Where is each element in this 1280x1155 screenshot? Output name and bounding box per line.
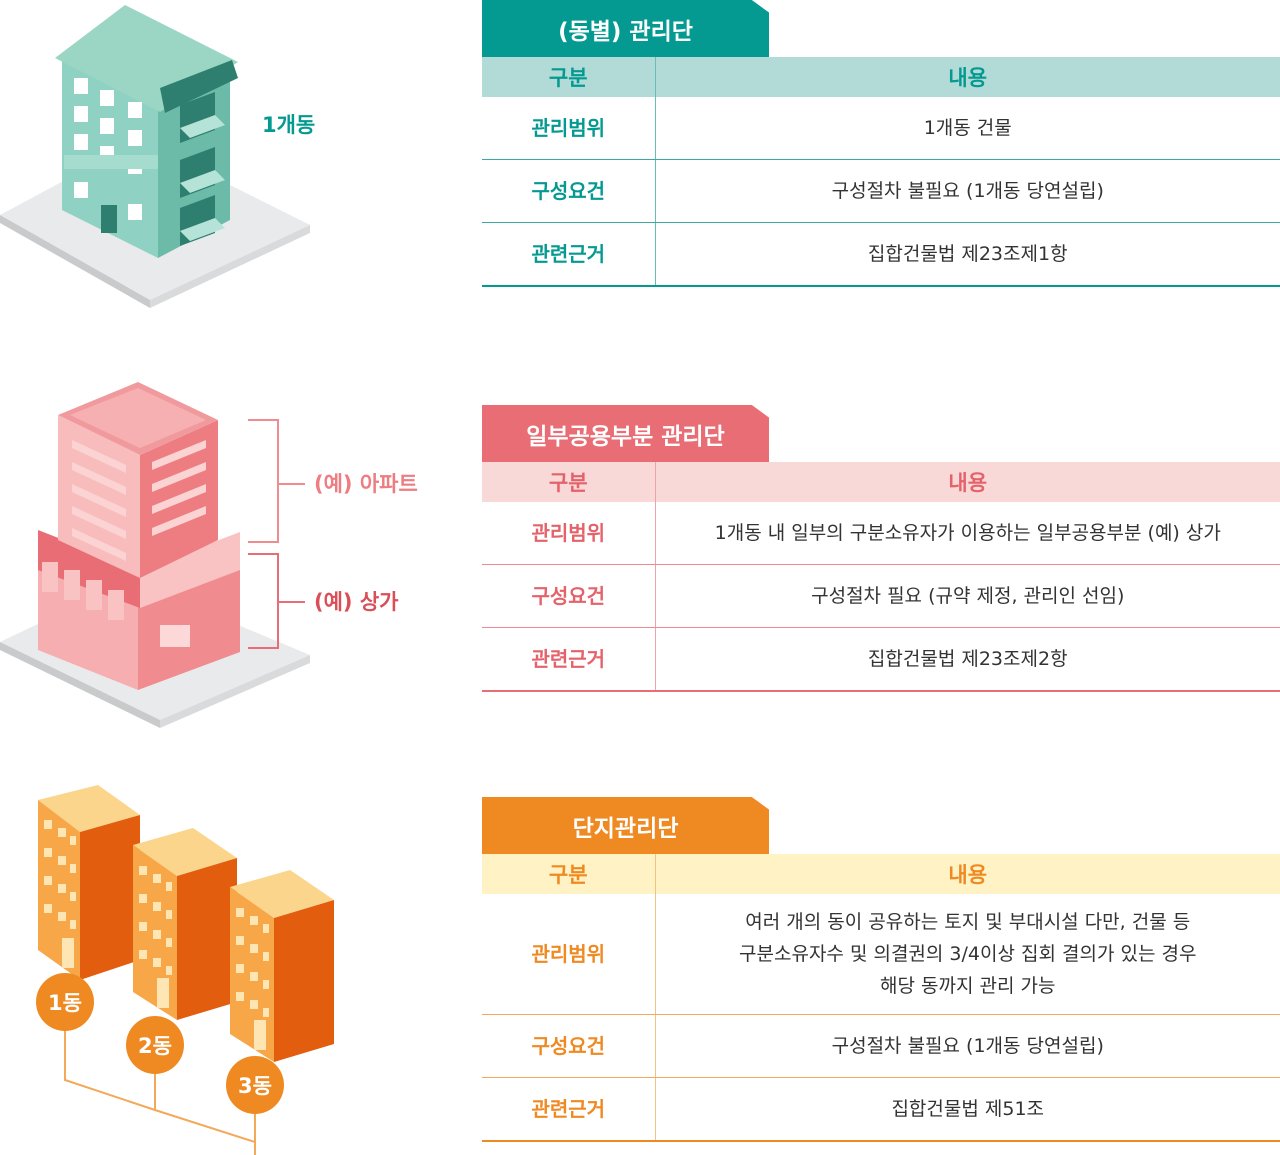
row-label: 구성요건	[482, 1014, 656, 1078]
row-content-line: 여러 개의 동이 공유하는 토지 및 부대시설 다만, 건물 등	[745, 911, 1191, 933]
row-label: 구성요건	[482, 159, 656, 223]
section-title: 일부공용부분 관리단	[482, 405, 769, 462]
badge-building-1: 1동	[48, 991, 82, 1015]
table-row: 관련근거 집합건물법 제51조	[482, 1077, 1280, 1142]
header-category: 구분	[482, 57, 656, 97]
table-row: 구성요건 구성절차 불필요 (1개동 당연설립)	[482, 1014, 1280, 1078]
section-building-management: (동별) 관리단 구분 내용 관리범위 1개동 건물 구성요건 구성절차 불필요…	[482, 0, 1280, 287]
single-building-label: 1개동	[262, 113, 315, 137]
table-row: 관련근거 집합건물법 제23조제1항	[482, 222, 1280, 287]
header-content: 내용	[655, 854, 1280, 894]
section-complex-management: 단지관리단 구분 내용 관리범위 여러 개의 동이 공유하는 토지 및 부대시설…	[482, 797, 1280, 1142]
row-content: 집합건물법 제51조	[655, 1077, 1280, 1142]
row-label: 관리범위	[482, 97, 656, 160]
badge-building-3: 3동	[238, 1074, 272, 1098]
row-content: 구성절차 불필요 (1개동 당연설립)	[655, 1014, 1280, 1078]
row-content: 1개동 내 일부의 구분소유자가 이용하는 일부공용부분 (예) 상가	[655, 502, 1280, 565]
complex-buildings-illustration: 1동 2동 3동	[36, 785, 334, 1155]
row-content-line: 해당 동까지 관리 가능	[880, 975, 1056, 997]
header-category: 구분	[482, 462, 656, 502]
info-table: 구분 내용 관리범위 1개동 건물 구성요건 구성절차 불필요 (1개동 당연설…	[482, 57, 1280, 287]
row-label: 관련근거	[482, 1077, 656, 1142]
row-content: 집합건물법 제23조제2항	[655, 627, 1280, 692]
section-title: 단지관리단	[482, 797, 769, 854]
table-row: 관리범위 여러 개의 동이 공유하는 토지 및 부대시설 다만, 건물 등 구분…	[482, 894, 1280, 1015]
upper-label: (예) 아파트	[314, 472, 418, 496]
table-row: 구성요건 구성절차 필요 (규약 제정, 관리인 선임)	[482, 564, 1280, 628]
lower-label: (예) 상가	[314, 590, 399, 614]
row-content: 구성절차 불필요 (1개동 당연설립)	[655, 159, 1280, 223]
info-table: 구분 내용 관리범위 1개동 내 일부의 구분소유자가 이용하는 일부공용부분 …	[482, 462, 1280, 692]
header-content: 내용	[655, 462, 1280, 502]
row-content: 구성절차 필요 (규약 제정, 관리인 선임)	[655, 564, 1280, 628]
row-label: 관리범위	[482, 894, 656, 1015]
info-table: 구분 내용 관리범위 여러 개의 동이 공유하는 토지 및 부대시설 다만, 건…	[482, 854, 1280, 1142]
row-label: 관리범위	[482, 502, 656, 565]
section-partial-common-management: 일부공용부분 관리단 구분 내용 관리범위 1개동 내 일부의 구분소유자가 이…	[482, 405, 1280, 692]
header-content: 내용	[655, 57, 1280, 97]
row-content-line: 구분소유자수 및 의결권의 3/4이상 집회 결의가 있는 경우	[739, 943, 1197, 965]
badge-building-2: 2동	[138, 1034, 172, 1058]
row-content: 집합건물법 제23조제1항	[655, 222, 1280, 287]
row-content: 여러 개의 동이 공유하는 토지 및 부대시설 다만, 건물 등 구분소유자수 …	[655, 894, 1280, 1015]
single-building-illustration: 1개동	[0, 5, 315, 308]
row-content: 1개동 건물	[655, 97, 1280, 160]
table-row: 관리범위 1개동 건물	[482, 97, 1280, 160]
mixed-use-building-illustration: (예) 아파트 (예) 상가	[0, 382, 418, 728]
row-label: 구성요건	[482, 564, 656, 628]
header-category: 구분	[482, 854, 656, 894]
row-label: 관련근거	[482, 627, 656, 692]
table-row: 구성요건 구성절차 불필요 (1개동 당연설립)	[482, 159, 1280, 223]
table-row: 관련근거 집합건물법 제23조제2항	[482, 627, 1280, 692]
row-label: 관련근거	[482, 222, 656, 287]
table-row: 관리범위 1개동 내 일부의 구분소유자가 이용하는 일부공용부분 (예) 상가	[482, 502, 1280, 565]
section-title: (동별) 관리단	[482, 0, 769, 57]
